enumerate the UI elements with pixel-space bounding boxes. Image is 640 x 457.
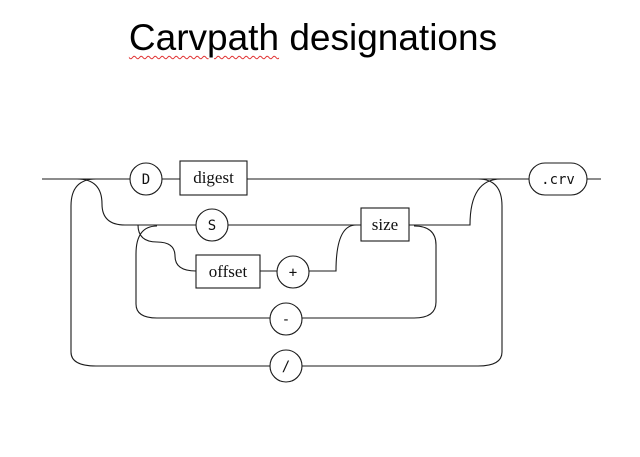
terminal-crv: .crv: [528, 162, 588, 196]
terminal-d-label: D: [142, 172, 150, 188]
slide-title: Carvpath designations: [0, 14, 626, 62]
title-word-designations: designations: [289, 17, 498, 58]
terminal-minus-label: -: [282, 312, 290, 328]
diagram-connectors: [42, 178, 601, 367]
s-track: [76, 178, 502, 226]
terminal-d: D: [129, 162, 163, 196]
nonterminal-size-label: size: [372, 215, 398, 234]
terminal-slash: /: [269, 349, 303, 383]
terminal-s: S: [195, 208, 229, 242]
terminal-plus-label: +: [289, 265, 297, 281]
terminal-plus: +: [276, 255, 310, 289]
offset-loop: [137, 224, 357, 272]
terminal-minus: -: [269, 302, 303, 336]
terminal-s-label: S: [208, 218, 216, 234]
terminal-slash-label: /: [282, 359, 290, 375]
nonterminal-digest: digest: [179, 160, 248, 196]
title-word-carvpath: Carvpath: [128, 17, 280, 58]
terminal-crv-label: .crv: [541, 172, 575, 188]
nonterminal-offset-label: offset: [209, 262, 248, 281]
nonterminal-digest-label: digest: [193, 168, 234, 187]
nonterminal-offset: offset: [195, 254, 261, 289]
nonterminal-size: size: [360, 207, 410, 242]
